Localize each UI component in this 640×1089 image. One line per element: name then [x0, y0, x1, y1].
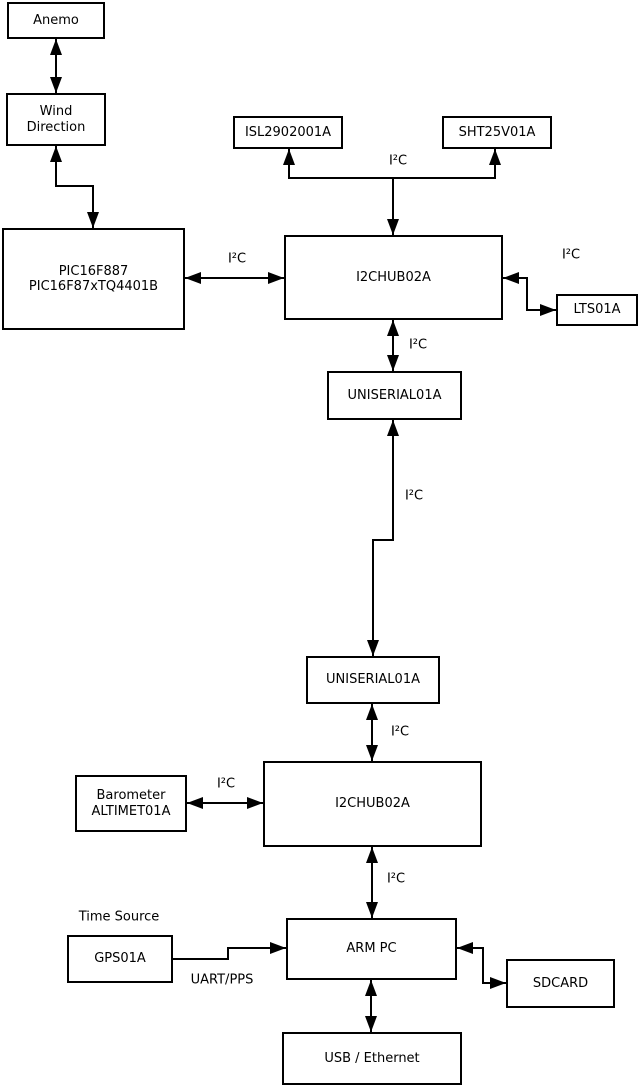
edge-gps-armpc	[173, 942, 286, 960]
node-uniserial01a-top-label: UNISERIAL01A	[347, 387, 442, 403]
node-gps01a: GPS01A	[67, 935, 173, 983]
node-i2chub02a-bottom-label: I2CHUB02A	[335, 796, 410, 812]
node-barometer-altimet01a: Barometer ALTIMET01A	[75, 775, 187, 832]
node-uniserial01a-bottom: UNISERIAL01A	[306, 656, 440, 704]
node-usb-ethernet-label: USB / Ethernet	[324, 1050, 420, 1066]
node-wind-direction-label-line1: Wind	[39, 104, 73, 120]
node-lts01a: LTS01A	[556, 294, 638, 326]
node-pic16f887-label-line1: PIC16F887	[58, 263, 129, 279]
wire-label-i2c-barometer-hub2: I²C	[216, 776, 236, 792]
wire-label-i2c-isl-sht: I²C	[388, 153, 408, 169]
wire-label-i2c-hub-lts: I²C	[561, 247, 581, 263]
node-uniserial01a-top: UNISERIAL01A	[327, 371, 462, 420]
node-i2chub02a-top: I2CHUB02A	[284, 235, 503, 320]
node-uniserial01a-bottom-label: UNISERIAL01A	[326, 672, 420, 688]
node-sht25v01a: SHT25V01A	[442, 116, 552, 149]
node-barometer-label-line1: Barometer	[96, 788, 166, 804]
wire-label-time-source: Time Source	[78, 909, 160, 925]
edge-wind-pic	[50, 146, 99, 228]
node-isl2902001a-label: ISL2902001A	[244, 124, 332, 140]
node-i2chub02a-bottom: I2CHUB02A	[263, 761, 482, 847]
node-usb-ethernet: USB / Ethernet	[282, 1032, 462, 1085]
node-anemo-label: Anemo	[33, 12, 79, 28]
node-arm-pc-label: ARM PC	[346, 941, 397, 957]
wire-label-i2c-pic-hub: I²C	[227, 251, 247, 267]
wire-label-i2c-hub2-armpc: I²C	[386, 871, 406, 887]
node-sdcard-label: SDCARD	[532, 975, 589, 991]
node-pic16f887-label-line2: PIC16F87xTQ4401B	[28, 279, 159, 294]
node-wind-direction: Wind Direction	[6, 93, 106, 146]
node-sht25v01a-label: SHT25V01A	[458, 124, 536, 140]
wire-label-i2c-uniserial-link: I²C	[404, 488, 424, 504]
wire-label-i2c-hub-uniserial: I²C	[408, 337, 428, 353]
edge-armpc-sdcard	[457, 942, 506, 989]
node-anemo: Anemo	[7, 2, 105, 39]
node-wind-direction-label-line2: Direction	[26, 119, 86, 135]
node-pic16f887: PIC16F887 PIC16F87xTQ4401B	[2, 228, 185, 330]
node-sdcard: SDCARD	[506, 959, 615, 1008]
edge-i2chub-top-lts	[503, 272, 556, 316]
node-gps01a-label: GPS01A	[94, 951, 146, 967]
node-i2chub02a-top-label: I2CHUB02A	[356, 269, 431, 285]
wire-label-uart-pps: UART/PPS	[190, 972, 254, 988]
node-isl2902001a: ISL2902001A	[233, 116, 343, 149]
node-barometer-label-line2: ALTIMET01A	[91, 803, 171, 819]
wire-label-i2c-uniserial-hub2: I²C	[390, 724, 410, 740]
node-lts01a-label: LTS01A	[573, 302, 621, 318]
edge-uniserial-top-uniserial-bottom	[367, 420, 399, 656]
node-arm-pc: ARM PC	[286, 918, 457, 980]
